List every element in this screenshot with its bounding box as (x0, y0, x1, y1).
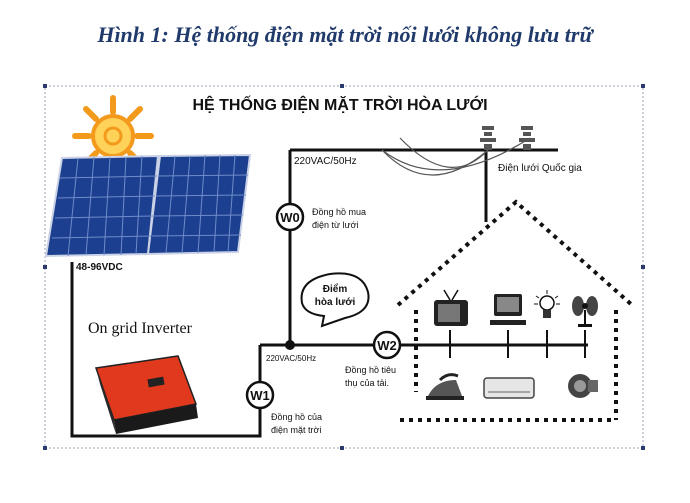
appliance-drops (449, 330, 586, 358)
meter-w1: W1 (245, 380, 275, 410)
meter-w0-badge: W0 (280, 210, 300, 225)
meter-w1-line2: điện mặt trời (271, 425, 321, 435)
dc-voltage-label: 48-96VDC (76, 262, 123, 273)
meter-w2-badge: W2 (377, 338, 397, 353)
solar-panel-icon (44, 153, 252, 258)
inverter-label: On grid Inverter (88, 320, 193, 337)
figure-caption: Hình 1: Hệ thống điện mặt trời nối lưới … (97, 22, 593, 47)
meter-w1-line1: Đồng hồ của (271, 412, 322, 422)
ac-top-label: 220VAC/50Hz (294, 156, 357, 167)
meter-w2: W2 (372, 330, 402, 360)
meter-w0: W0 (275, 202, 305, 232)
grid-connection-bubble (300, 272, 370, 328)
diagram-title: HỆ THỐNG ĐIỆN MẶT TRỜI HÒA LƯỚI (192, 94, 487, 114)
ac-mid-label: 220VAC/50Hz (266, 354, 316, 363)
wiring (70, 148, 588, 438)
motor-icon (568, 374, 598, 398)
meter-w2-line2: thụ của tải. (345, 378, 389, 388)
meter-w2-line1: Đồng hồ tiêu (345, 365, 396, 375)
inverter-icon (94, 355, 198, 434)
power-line-icon (381, 126, 535, 176)
national-grid-label: Điện lưới Quốc gia (498, 162, 582, 174)
house-outline (396, 199, 634, 422)
frame-handles (43, 84, 645, 450)
air-conditioner-icon (483, 377, 535, 399)
bubble-line2: hòa lưới (315, 297, 356, 308)
computer-icon (490, 294, 526, 325)
meter-w1-badge: W1 (250, 388, 270, 403)
meter-w0-line2: điện từ lưới (312, 220, 358, 230)
iron-icon (426, 373, 464, 400)
fan-icon (572, 296, 598, 327)
bubble-line1: Điểm (323, 283, 348, 295)
meter-w0-line1: Đồng hồ mua (312, 207, 366, 217)
grid-junction (285, 340, 295, 350)
light-bulb-icon (534, 290, 560, 318)
tv-icon (434, 289, 468, 326)
